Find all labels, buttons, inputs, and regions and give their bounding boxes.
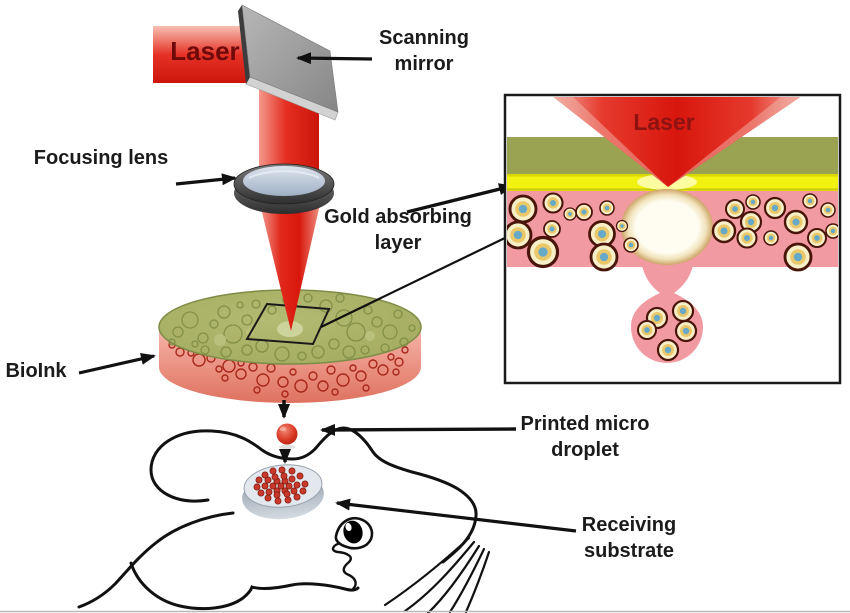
label-gold-absorbing-layer: Gold absorbing layer [314, 205, 482, 256]
horizontal-laser-beam [153, 26, 248, 83]
label-focusing-lens: Focusing lens [26, 146, 176, 172]
mouse-forehead-line [77, 511, 235, 609]
receiving-substrate-graphic [242, 464, 324, 520]
printed-droplet-array [253, 466, 309, 505]
arrow-to-bioink [78, 353, 156, 375]
inset-laser-text: Laser [633, 109, 695, 135]
callout-line-square-to-inset [320, 235, 510, 328]
focusing-lens-text: Focusing lens [33, 147, 169, 169]
inset-zoom-panel [503, 93, 842, 385]
bioink-disk-top [158, 289, 422, 365]
arrow-to-focusing-lens [175, 173, 237, 186]
scanning-mirror-line1: Scanning [378, 27, 469, 49]
receiving-substrate-line1: Receiving [581, 514, 677, 536]
label-laser-source: Laser [157, 38, 253, 64]
mouse-muzzle-squiggle [331, 541, 357, 591]
bioink-text: BioInk [5, 360, 67, 382]
mouse-head-drawing [77, 426, 491, 613]
inset-vapor-bubble [621, 189, 713, 265]
gold-absorbing-line2: layer [374, 231, 422, 254]
receiving-substrate-line2: substrate [583, 539, 675, 562]
focusing-lens-graphic [233, 163, 335, 214]
scanning-mirror-line2: mirror [394, 52, 454, 75]
inset-laser-cone [553, 97, 801, 187]
label-inset-laser: Laser [622, 111, 706, 134]
label-printed-micro-droplet: Printed micro droplet [510, 412, 660, 463]
printed-droplet-line2: droplet [551, 438, 619, 461]
bioink-top-cells [168, 293, 416, 362]
label-receiving-substrate: Receiving substrate [563, 513, 695, 564]
printed-droplet-line1: Printed micro [520, 413, 650, 435]
scanning-mirror-graphic [238, 4, 339, 121]
mouse-whiskers [383, 536, 491, 613]
printed-droplet-graphic [276, 423, 298, 450]
laser-target-square [245, 302, 331, 346]
arrow-to-printed-droplet [320, 423, 517, 436]
focused-laser-cone [259, 200, 321, 331]
gold-absorbing-line1: Gold absorbing [324, 206, 472, 228]
label-scanning-mirror: Scanning mirror [366, 26, 482, 77]
laser-spot-glow [277, 321, 303, 337]
label-bioink: BioInk [2, 359, 70, 385]
laser-source-text: Laser [170, 36, 240, 66]
mouse-eye-icon [334, 516, 374, 550]
arrow-to-receiving-substrate [335, 498, 577, 533]
arrow-to-gold-layer [406, 183, 514, 214]
bioink-disk [158, 289, 422, 403]
mouse-chin-line [129, 561, 360, 611]
arrow-to-scanning-mirror [296, 52, 373, 65]
